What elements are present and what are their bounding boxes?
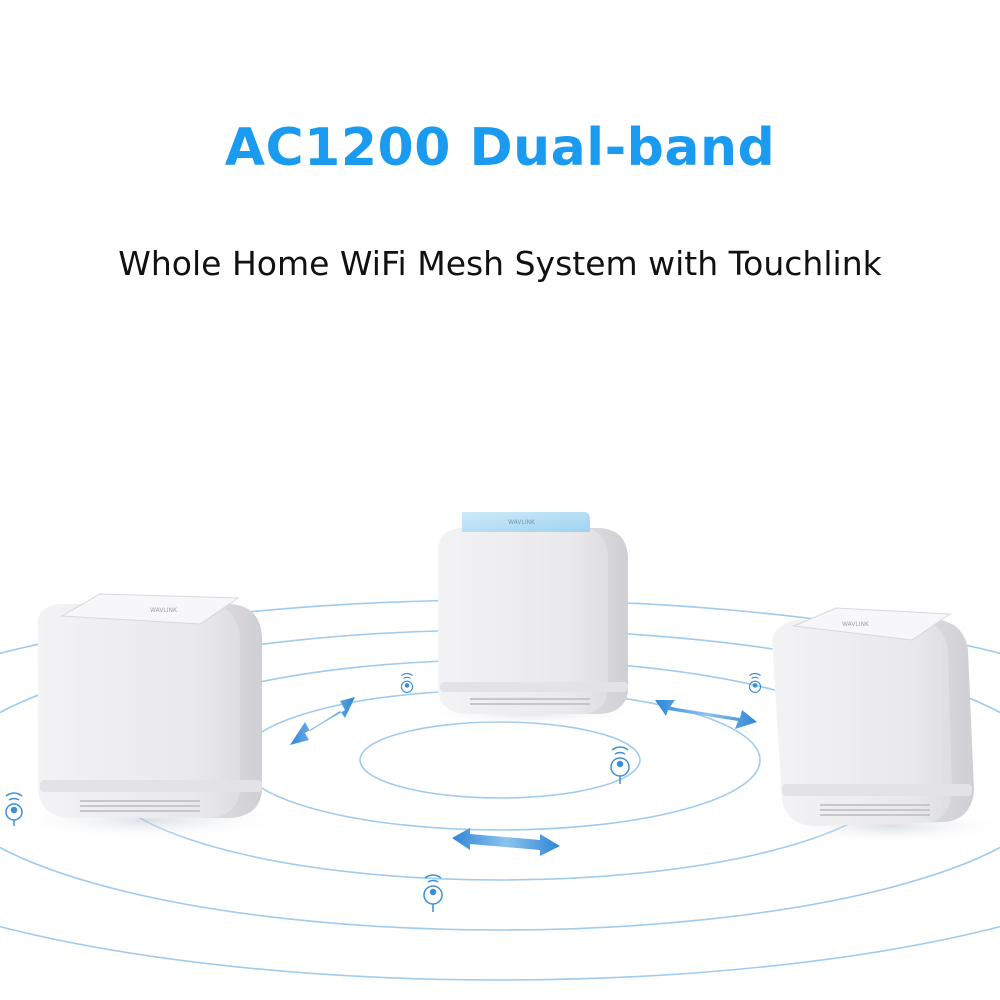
svg-text:WAVLINK: WAVLINK [508,519,536,526]
wifi-user-icon [5,792,23,826]
bottom-link-arrow [452,828,560,856]
center-node: WAVLINK [438,512,628,714]
right-node: WAVLINK [772,607,974,826]
wifi-user-icon [610,746,630,784]
svg-text:WAVLINK: WAVLINK [842,621,870,628]
wifi-user-icon [400,672,414,693]
svg-text:WAVLINK: WAVLINK [150,607,178,614]
right-link-arrow [655,700,757,729]
subheadline: Whole Home WiFi Mesh System with Touchli… [118,244,882,283]
wifi-user-icon [748,672,762,693]
left-link-arrow [290,697,355,745]
headline: AC1200 Dual-band [224,118,776,178]
wifi-user-icon [423,874,443,912]
signal-ring [359,721,641,799]
left-node: WAVLINK [38,593,262,818]
